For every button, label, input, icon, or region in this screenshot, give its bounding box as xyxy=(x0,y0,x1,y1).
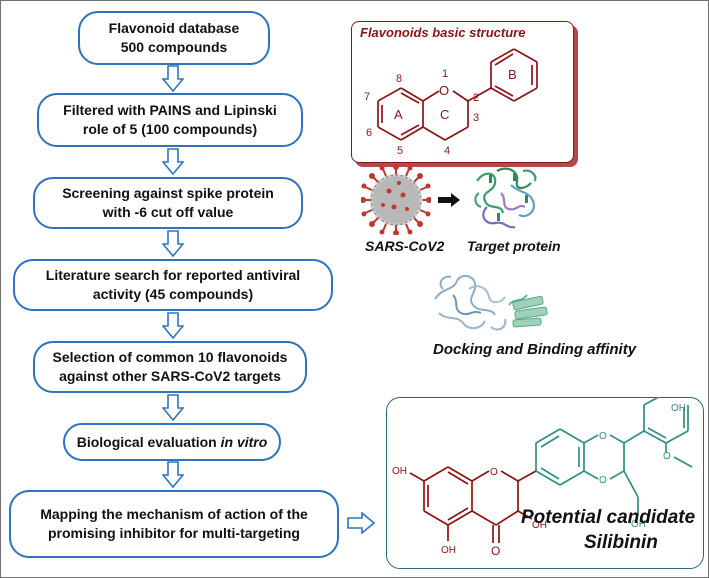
flow-step-biological-text: Biological evaluation xyxy=(76,433,221,450)
flow-step-mapping-line1: Mapping the mechanism of action of the xyxy=(40,506,308,522)
right-arrow xyxy=(347,512,375,534)
flow-step-filtering-line2: role of 5 (100 compounds) xyxy=(82,121,258,137)
flow-step-biological-italic: in vitro xyxy=(220,433,268,450)
ring-b-label: B xyxy=(508,67,517,82)
flow-step-mapping-line2: promising inhibitor for multi-targeting xyxy=(48,525,300,541)
candidate-label-line2: Silibinin xyxy=(584,532,658,553)
atom-o: O xyxy=(439,83,449,98)
silibinin-structure: OH OH OH OH OH O O O O O xyxy=(392,397,693,558)
atom-n8: 8 xyxy=(396,73,402,85)
flow-step-literature-line2: activity (45 compounds) xyxy=(92,286,254,302)
flow-step-database-line2: 500 compounds xyxy=(120,39,228,55)
down-arrow-1 xyxy=(162,65,184,92)
structure-title: Flavonoids basic structure xyxy=(360,25,526,40)
silibinin-oh-3: OH xyxy=(532,520,547,531)
atom-n2: 2 xyxy=(473,92,479,104)
flow-step-biological: Biological evaluation in vitro xyxy=(63,423,281,461)
silibinin-oh-5: OH xyxy=(441,545,456,556)
flow-step-literature-line1: Literature search for reported antiviral xyxy=(45,267,301,283)
flow-step-selection-line1: Selection of common 10 flavonoids xyxy=(52,349,288,365)
flow-step-selection: Selection of common 10 flavonoids agains… xyxy=(33,341,307,393)
flow-step-mapping: Mapping the mechanism of action of the p… xyxy=(9,490,339,558)
protein-label: Target protein xyxy=(467,238,561,254)
flavonoid-structure: O 1 2 3 4 5 6 7 8 A C B xyxy=(364,48,538,157)
silibinin-o-carbonyl: O xyxy=(491,544,500,558)
down-arrow-6 xyxy=(162,461,184,488)
silibinin-oh-4p: OH xyxy=(671,403,686,414)
ring-a-label: A xyxy=(394,107,403,122)
target-protein-icon xyxy=(474,167,537,229)
silibinin-oh-7: OH xyxy=(392,466,407,477)
virus-label: SARS-CoV2 xyxy=(365,238,445,254)
virus-icon xyxy=(361,165,431,235)
flow-step-selection-line2: against other SARS-CoV2 targets xyxy=(59,368,281,384)
silibinin-oh-ch2: OH xyxy=(631,519,646,530)
flow-step-filtering: Filtered with PAINS and Lipinski role of… xyxy=(37,93,303,147)
flow-step-screening-line2: with -6 cut off value xyxy=(102,204,234,220)
flow-step-filtering-line1: Filtered with PAINS and Lipinski xyxy=(63,102,277,118)
docking-label: Docking and Binding affinity xyxy=(433,341,637,358)
atom-n4: 4 xyxy=(444,145,450,157)
atom-n6: 6 xyxy=(366,127,372,139)
silibinin-o-dioxane1: O xyxy=(599,431,607,442)
candidate-label-line1: Potential candidate xyxy=(521,507,696,528)
flow-step-literature: Literature search for reported antiviral… xyxy=(13,259,333,311)
down-arrow-4 xyxy=(162,312,184,339)
atom-n3: 3 xyxy=(473,112,479,124)
structure-panel: Flavonoids basic structure xyxy=(351,21,574,163)
down-arrow-3 xyxy=(162,230,184,257)
flow-step-screening-line1: Screening against spike protein xyxy=(62,185,274,201)
down-arrow-5 xyxy=(162,394,184,421)
silibinin-o-ring: O xyxy=(490,467,498,478)
silibinin-o-dioxane2: O xyxy=(599,475,607,486)
flow-step-database-line1: Flavonoid database xyxy=(108,20,240,36)
ring-c-label: C xyxy=(440,107,449,122)
flow-step-biological-line: Biological evaluation in vitro xyxy=(77,433,268,452)
flow-step-screening: Screening against spike protein with -6 … xyxy=(33,177,303,229)
atom-n7: 7 xyxy=(364,91,370,103)
candidate-panel xyxy=(386,397,704,569)
atom-n5: 5 xyxy=(397,145,403,157)
silibinin-o-methoxy: O xyxy=(663,451,671,462)
flow-step-database: Flavonoid database 500 compounds xyxy=(78,11,270,65)
docking-complex-icon xyxy=(434,275,548,331)
arrow-to-protein-icon xyxy=(438,193,460,207)
down-arrow-2 xyxy=(162,148,184,175)
atom-n1: 1 xyxy=(442,68,448,80)
